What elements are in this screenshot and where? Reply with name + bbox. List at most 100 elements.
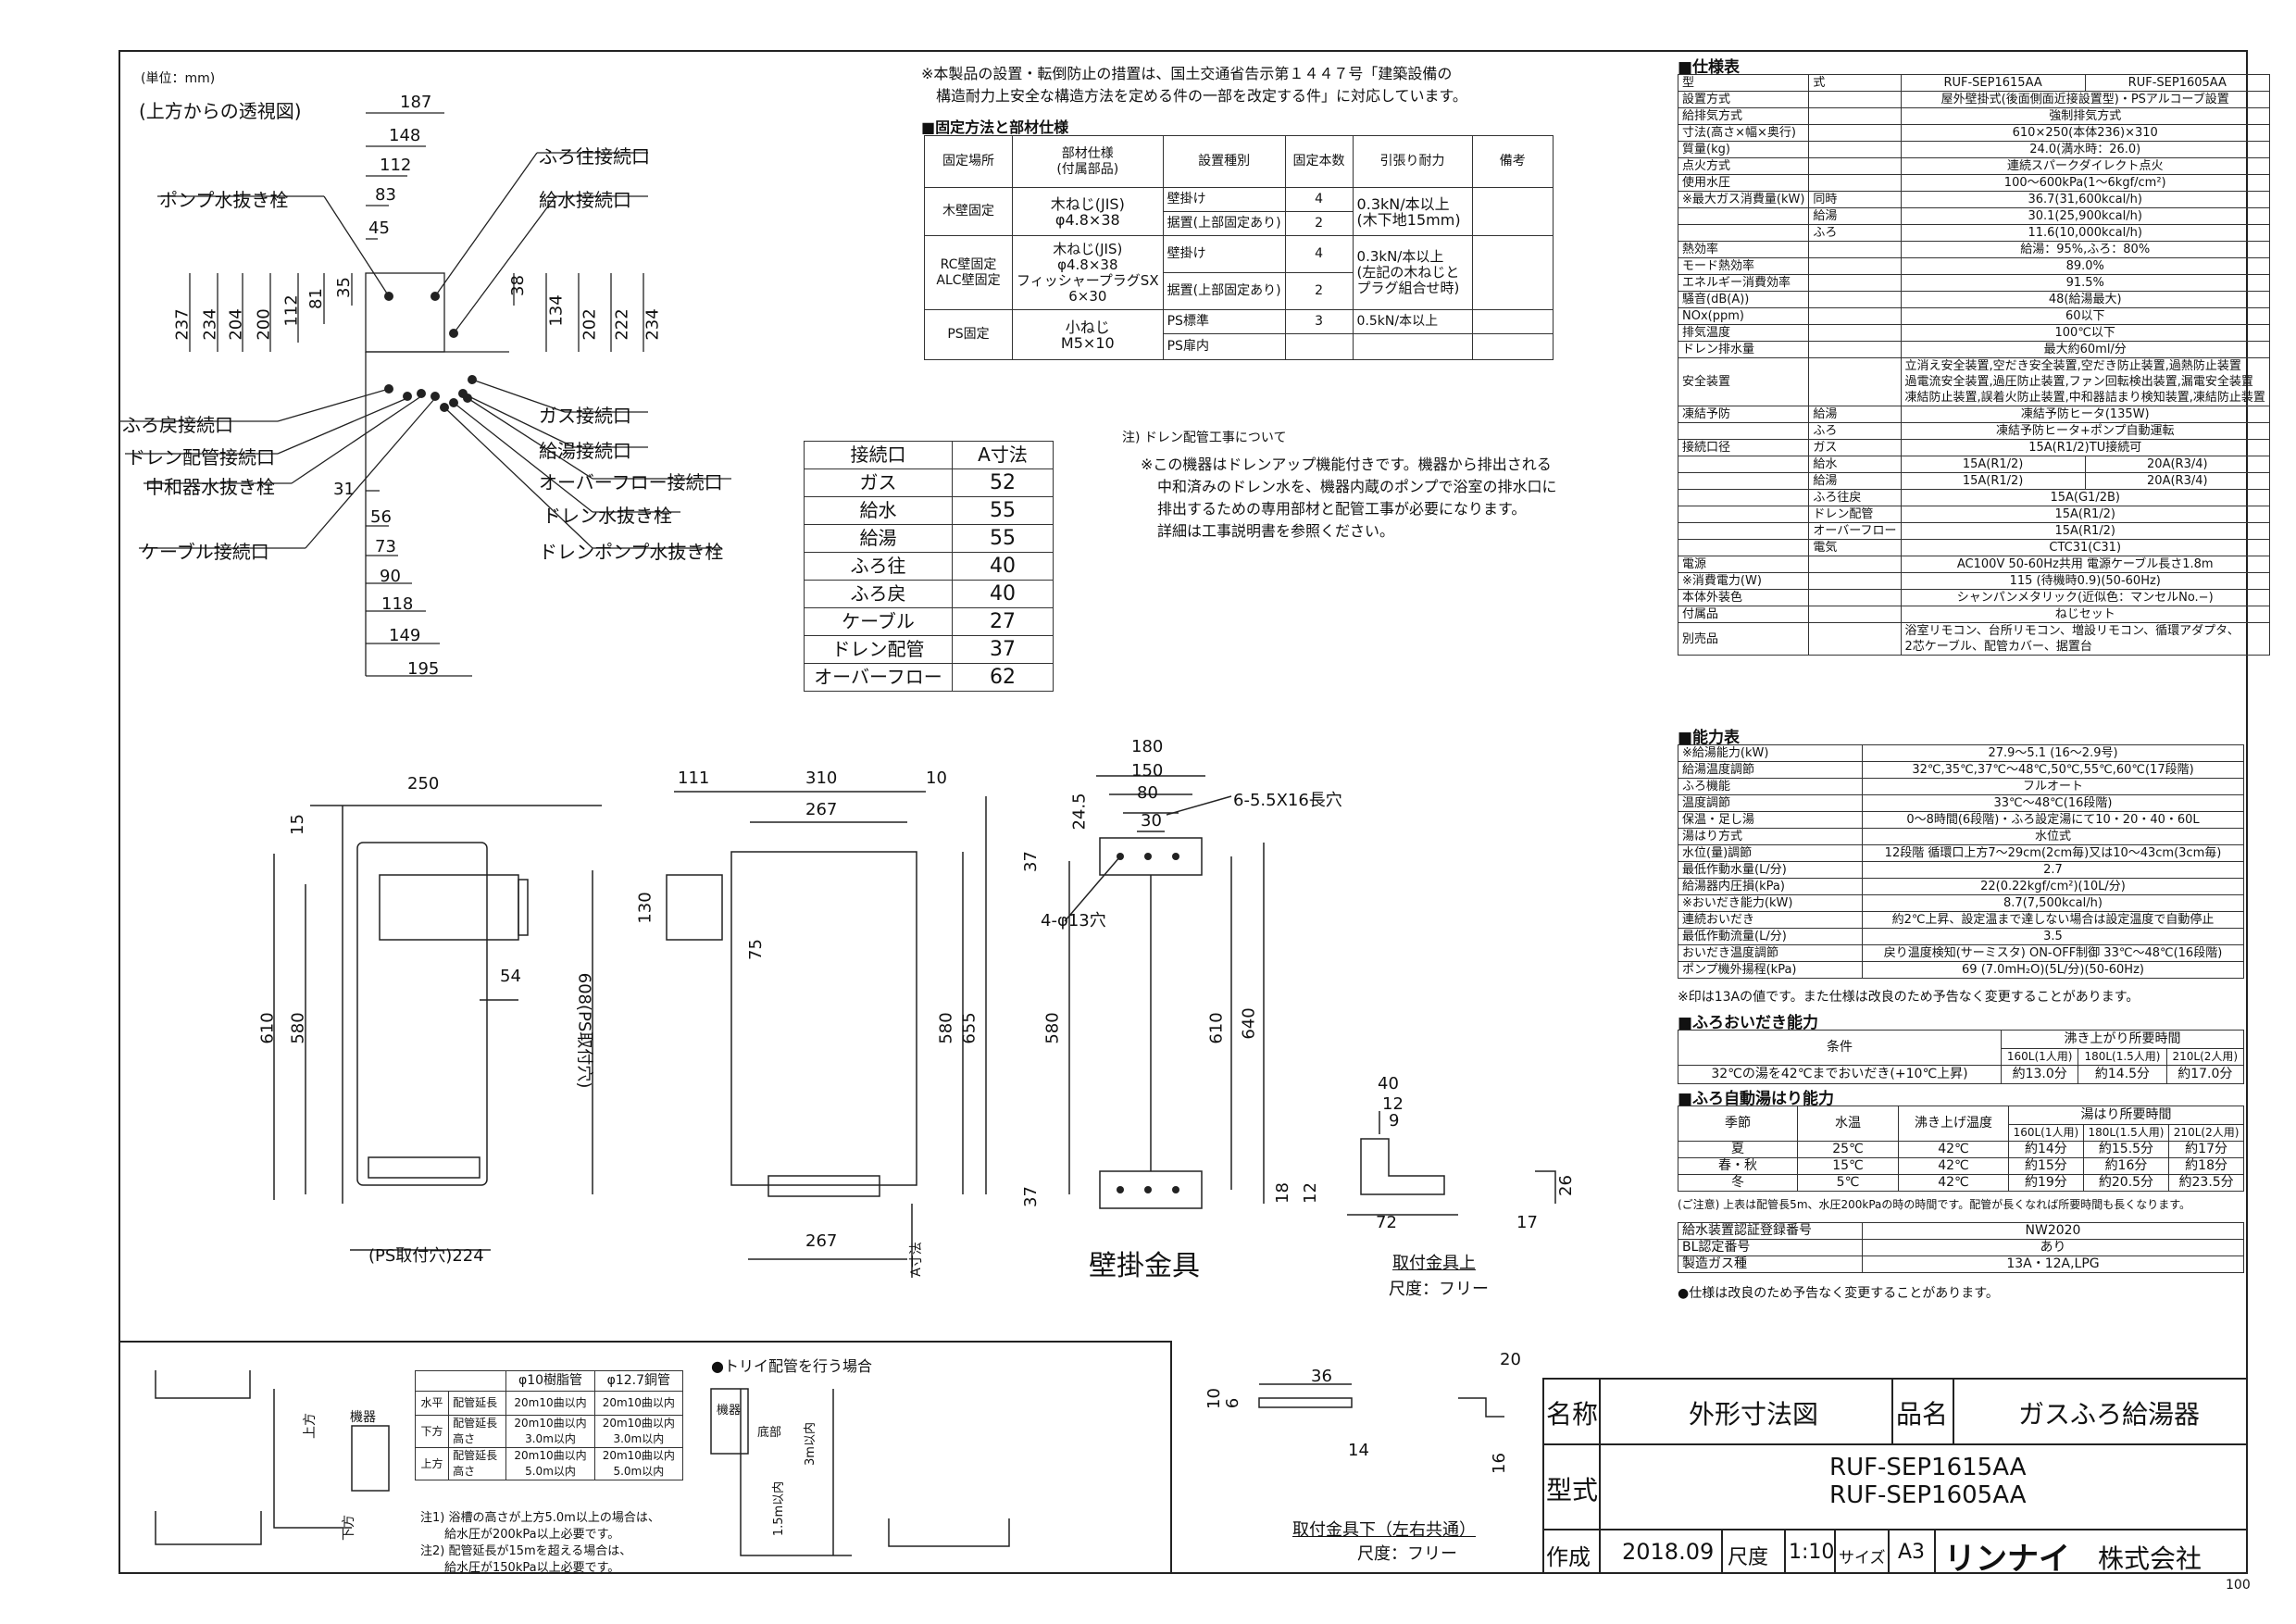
spec-label: 本体外装色 xyxy=(1677,589,1810,606)
capacity-row: 給湯器内圧損(kPa)22(0.22kgf/cm²)(10L/分) xyxy=(1678,878,2244,895)
title-product: ガスふろ給湯器 xyxy=(2018,1399,2201,1430)
cert-value: 13A・12A,LPG xyxy=(1862,1255,2244,1273)
conn-cell: 62 xyxy=(952,663,1054,692)
yuhari-table: 季節 水温 沸き上げ温度 湯はり所要時間 160L(1人用) 180L(1.5人… xyxy=(1678,1106,2244,1192)
yuhari-cell: 25℃ xyxy=(1797,1141,1899,1158)
clip-bottom-scale: 尺度：フリー xyxy=(1357,1544,1457,1564)
label-drain-plug: ドレン水抜き栓 xyxy=(543,505,672,527)
oidaki-value: 約13.0分 xyxy=(2000,1065,2079,1084)
bracket-holes2: 4-φ13穴 xyxy=(1041,911,1106,931)
yuhari-title: ■ふろ自動湯はり能力 xyxy=(1678,1090,1835,1108)
side-bottom: 267 xyxy=(805,1231,838,1251)
spec-row: 安全装置立消え安全装置,空だき安全装置,空だき防止装置,過熱防止装置 過電流安全… xyxy=(1677,357,2270,406)
capacity-label: ポンプ機外揚程(kPa) xyxy=(1678,961,1863,979)
title-model-2: RUF-SEP1605AA xyxy=(1829,1481,2027,1509)
clip-bottom-e: 20 xyxy=(1500,1350,1521,1369)
fixing-cell: 木ねじ(JIS) φ4.8×38 xyxy=(1012,187,1164,236)
clip-top-caption: 取付金具上 xyxy=(1392,1254,1476,1273)
label-water-in: 給水接続口 xyxy=(539,189,631,211)
clip-top-c: 9 xyxy=(1389,1111,1400,1131)
dim-bottom-1: 56 xyxy=(370,507,392,527)
trap-title: ●トリイ配管を行う場合 xyxy=(711,1357,872,1375)
oidaki-table: 条件 沸き上がり所要時間 160L(1人用) 180L(1.5人用) 210L(… xyxy=(1678,1030,2245,1084)
install-cell: 下方 xyxy=(414,1415,450,1448)
install-note: 給水圧が200kPa以上必要です。 xyxy=(420,1528,620,1542)
yuhari-header: 湯はり所要時間 xyxy=(2008,1106,2244,1125)
fixing-header: 部材仕様 (付属部品) xyxy=(1012,135,1164,188)
install-head: φ12.7銅管 xyxy=(593,1370,684,1392)
dim-bottom-4: 118 xyxy=(381,594,414,614)
capacity-value: 69 (7.0mH₂O)(5L/分)(50-60Hz) xyxy=(1862,961,2244,979)
conn-cell: 40 xyxy=(952,552,1054,581)
spec-label: モード熱効率 xyxy=(1677,257,1810,275)
cert-label: BL認定番号 xyxy=(1678,1239,1863,1256)
clip-top-a: 40 xyxy=(1378,1074,1399,1093)
capacity-label: 最低作動水量(L/分) xyxy=(1678,861,1863,879)
oidaki-title: ■ふろおいだき能力 xyxy=(1678,1014,1819,1032)
fixing-cell: 4 xyxy=(1284,187,1354,212)
install-cell: 水平 xyxy=(414,1391,450,1416)
fixing-cell: 小ねじ M5×10 xyxy=(1012,309,1164,360)
clip-bottom-caption: 取付金具下（左右共通） xyxy=(1292,1520,1476,1540)
bracket-w4: 30 xyxy=(1141,811,1162,831)
label-gas: ガス接続口 xyxy=(539,405,631,427)
top-view-title: (上方からの透視図) xyxy=(139,100,302,122)
unit-label: (単位：mm) xyxy=(141,71,216,86)
yuhari-cell: 約15.5分 xyxy=(2082,1141,2170,1158)
title-name-label: 名称 xyxy=(1546,1399,1599,1430)
conn-cell: オーバーフロー xyxy=(804,663,953,692)
title-model-1: RUF-SEP1615AA xyxy=(1829,1454,2027,1481)
spec-value: 30.1(25,900kcal/h) xyxy=(1900,207,2270,225)
spec-row: 別売品浴室リモコン、台所リモコン、増設リモコン、循環アダプタ、 2芯ケーブル、配… xyxy=(1677,622,2270,656)
label-neutralizer-drain: 中和器水抜き栓 xyxy=(145,476,275,498)
bracket-w1: 180 xyxy=(1131,737,1164,756)
fixing-cell xyxy=(1471,333,1554,360)
trap-bottom: 底部 xyxy=(757,1426,782,1440)
oidaki-row-label: 32℃の湯を42℃までおいだき(+10℃上昇) xyxy=(1678,1065,2002,1084)
front-w: 250 xyxy=(407,774,440,793)
yuhari-col: 160L(1人用) xyxy=(2008,1124,2084,1142)
label-hot-water: 給湯接続口 xyxy=(539,440,631,462)
capacity-value: 8.7(7,500kcal/h) xyxy=(1862,894,2244,912)
yuhari-col: 180L(1.5人用) xyxy=(2082,1124,2170,1142)
oidaki-value: 約17.0分 xyxy=(2165,1065,2245,1084)
fixing-cell: RC壁固定 ALC壁固定 xyxy=(924,235,1013,310)
title-size-label: サイズ xyxy=(1839,1549,1886,1568)
install-cell: 配管延長 高さ xyxy=(448,1415,507,1448)
clip-top-f: 72 xyxy=(1376,1213,1397,1232)
title-name: 外形寸法図 xyxy=(1689,1399,1819,1430)
title-made-label: 作成 xyxy=(1546,1544,1591,1570)
title-scale: 1:10 xyxy=(1789,1541,1835,1564)
conn-cell: 27 xyxy=(952,607,1054,636)
dim-top-4: 45 xyxy=(368,219,390,238)
spec-row: ドレン排水量最大約60ml/分 xyxy=(1677,341,2270,358)
fixing-cell xyxy=(1284,333,1354,360)
cert-label: 製造ガス種 xyxy=(1678,1255,1863,1273)
yuhari-cell: 約20.5分 xyxy=(2082,1174,2170,1192)
spec-sublabel: ふろ往戻 xyxy=(1808,489,1902,506)
label-drain-pipe: ドレン配管接続口 xyxy=(127,446,275,468)
dim-bottom-3: 90 xyxy=(380,567,401,586)
fixing-table: 固定場所 部材仕様 (付属部品) 設置種別 固定本数 引張り耐力 備考 木壁固定… xyxy=(924,135,1554,360)
spec-value: 給湯：95%,ふろ：80% xyxy=(1900,241,2270,258)
conn-cell: 55 xyxy=(952,524,1054,553)
spec-label: 使用水圧 xyxy=(1677,174,1810,192)
conn-cell: ふろ戻 xyxy=(804,580,953,608)
spec-label: 接続口径 xyxy=(1677,439,1810,456)
spec-sublabel: オーバーフロー xyxy=(1808,522,1902,540)
capacity-note: ※印は13Aの値です。また仕様は改良のため予告なく変更することがあります。 xyxy=(1678,990,2140,1005)
spec-value: 強制排気方式 xyxy=(1900,107,2270,125)
install-cell: 20m10曲以内 5.0m以内 xyxy=(593,1447,684,1480)
spec-label: ※最大ガス消費量(kW) xyxy=(1677,191,1810,208)
spec-row: 給排気方式強制排気方式 xyxy=(1677,107,2270,125)
yuhari-note: (ご注意) 上表は配管長5m、水圧200kPaの時の時間です。配管が長くなれば所… xyxy=(1678,1198,2191,1211)
